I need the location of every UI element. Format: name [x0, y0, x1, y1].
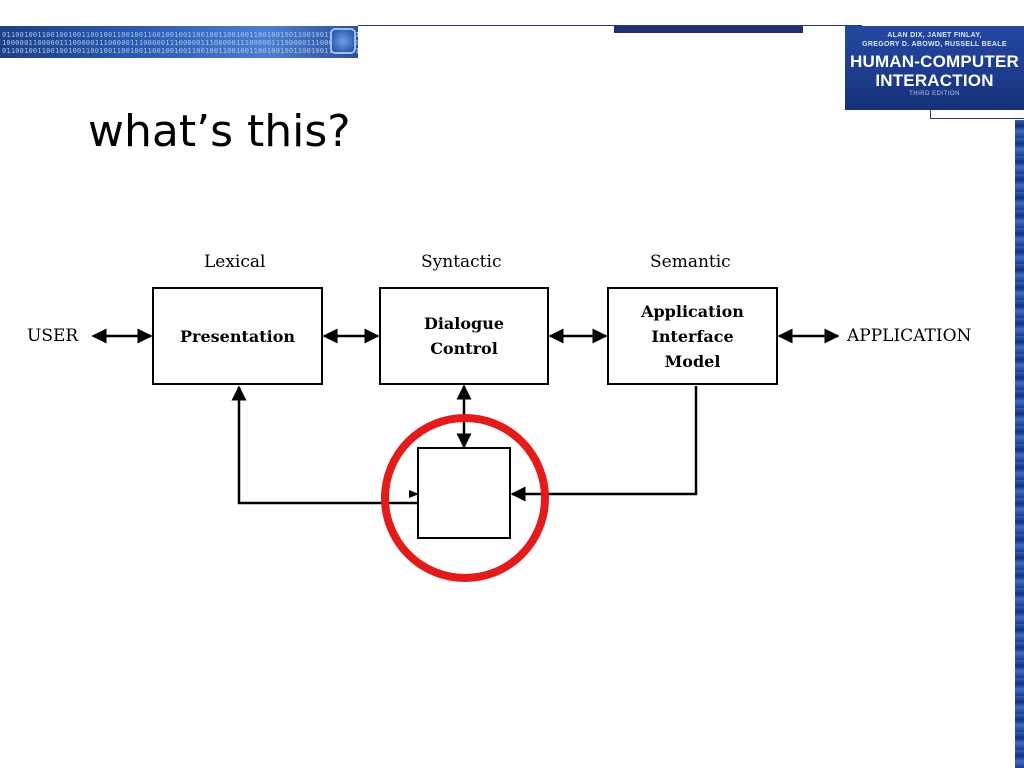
- highlight-circle: [381, 414, 549, 582]
- model-unknown-arrow: [510, 386, 698, 502]
- layer-label-lexical: Lexical: [204, 252, 266, 272]
- unknown-left-arrowhead: [409, 490, 419, 498]
- slide-title: what’s this?: [88, 106, 351, 157]
- chip-emblem-icon: [330, 28, 356, 54]
- endpoint-application: APPLICATION: [847, 326, 972, 346]
- book-title: HUMAN-COMPUTER INTERACTION: [845, 52, 1024, 90]
- presentation-label: Presentation: [180, 326, 295, 346]
- application-interface-model-label: Application Interface Model: [641, 301, 744, 371]
- layer-label-syntactic: Syntactic: [421, 252, 502, 272]
- book-authors-line: ALAN DIX, JANET FINLAY,: [887, 32, 982, 39]
- presentation-box: Presentation: [152, 287, 323, 385]
- layer-label-semantic: Semantic: [650, 252, 731, 272]
- dialogue-control-box: Dialogue Control: [379, 287, 549, 385]
- binary-header-strip: 0110010011001001001100100110010011001001…: [0, 26, 358, 58]
- binary-text-row: 1000001100000111000001110000011100000111…: [2, 39, 358, 47]
- book-authors: ALAN DIX, JANET FINLAY, GREGORY D. ABOWD…: [845, 31, 1024, 49]
- book-edition: THIRD EDITION: [909, 91, 960, 97]
- book-title-line: HUMAN-COMPUTER: [849, 52, 1019, 71]
- book-authors-line: GREGORY D. ABOWD, RUSSELL BEALE: [862, 41, 1007, 48]
- header-accent-bar: [614, 26, 803, 33]
- right-edge-stripe: [1015, 120, 1024, 768]
- binary-text-row: 0110010011001001001100100110010011001001…: [2, 31, 358, 39]
- cover-rule: [930, 110, 931, 119]
- header-rule: [358, 25, 862, 26]
- book-title-line: INTERACTION: [875, 71, 994, 90]
- cover-rule: [930, 118, 1024, 119]
- dialogue-control-label: Dialogue Control: [423, 314, 505, 358]
- unknown-presentation-feedback: [231, 385, 417, 505]
- application-interface-model-box: Application Interface Model: [607, 287, 778, 385]
- book-cover-logo: ALAN DIX, JANET FINLAY, GREGORY D. ABOWD…: [845, 26, 1024, 110]
- binary-text-row: 0110010011001001001100100110010011001001…: [2, 47, 358, 55]
- unknown-component-box: [417, 447, 511, 539]
- highlight-circle-ring: [381, 414, 549, 582]
- endpoint-user: USER: [27, 326, 79, 346]
